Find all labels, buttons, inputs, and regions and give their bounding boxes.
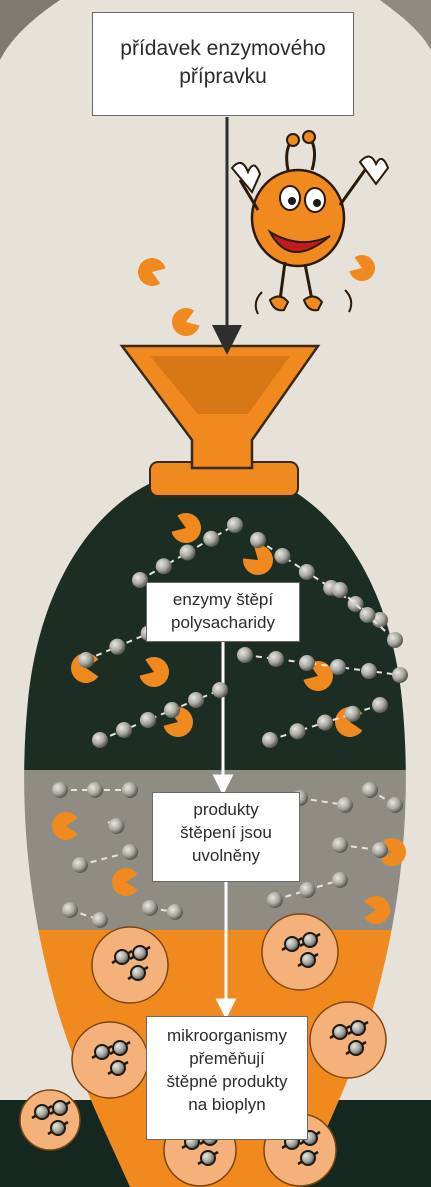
molecule-bead-icon <box>362 782 378 798</box>
step-split-line1: enzymy štěpí <box>147 589 299 612</box>
step-convert-line2: přeměňují <box>147 1048 307 1071</box>
step-convert-box: mikroorganismy přeměňují štěpné produkty… <box>146 1016 308 1140</box>
molecule-bead-icon <box>142 900 158 916</box>
step-release-line1: produkty <box>153 799 299 822</box>
microbe-icon <box>310 1002 386 1078</box>
molecule-bead-icon <box>332 582 348 598</box>
molecule-bead-icon <box>62 902 78 918</box>
molecule-bead-icon <box>290 723 306 739</box>
molecule-bead-icon <box>330 659 346 675</box>
molecule-bead-icon <box>274 548 290 564</box>
step-split-box: enzymy štěpí polysacharidy <box>146 582 300 642</box>
molecule-bead-icon <box>203 531 219 547</box>
step-release-line3: uvolněny <box>153 845 299 868</box>
molecule-bead-icon <box>317 715 333 731</box>
molecule-bead-icon <box>140 712 156 728</box>
polysaccharide-chain <box>52 782 138 798</box>
molecule-bead-icon <box>392 667 408 683</box>
molecule-bead-icon <box>267 892 283 908</box>
molecule-bead-icon <box>72 857 88 873</box>
molecule-bead-icon <box>188 692 204 708</box>
molecule-bead-icon <box>387 632 403 648</box>
molecule-bead-icon <box>332 872 348 888</box>
molecule-bead-icon <box>109 639 125 655</box>
step-convert-line1: mikroorganismy <box>147 1025 307 1048</box>
molecule-bead-icon <box>345 706 361 722</box>
microbe-icon <box>92 927 168 1003</box>
step-split-line2: polysacharidy <box>147 612 299 635</box>
molecule-bead-icon <box>78 652 94 668</box>
molecule-bead-icon <box>109 818 125 834</box>
step-add-line1: přídavek enzymového <box>93 35 353 63</box>
molecule-bead-icon <box>372 697 388 713</box>
microbe-icon <box>72 1022 148 1098</box>
molecule-bead-icon <box>92 732 108 748</box>
molecule-bead-icon <box>164 702 180 718</box>
molecule-bead-icon <box>87 782 103 798</box>
molecule-bead-icon <box>122 844 138 860</box>
molecule-bead-icon <box>387 797 403 813</box>
enzyme-pacman-icon <box>168 305 202 340</box>
molecule-bead-icon <box>299 655 315 671</box>
molecule-bead-icon <box>116 722 132 738</box>
step-release-box: produkty štěpení jsou uvolněny <box>152 792 300 882</box>
molecule-bead-icon <box>52 782 68 798</box>
microbe-icon <box>262 914 338 990</box>
molecule-bead-icon <box>372 842 388 858</box>
enzyme-pacman-icon <box>347 252 378 285</box>
molecule-bead-icon <box>122 782 138 798</box>
molecule-bead-icon <box>299 564 315 580</box>
enzyme-mascot-icon <box>232 131 388 314</box>
molecule-bead-icon <box>92 912 108 928</box>
step-add-enzyme-box: přídavek enzymového přípravku <box>92 12 354 116</box>
step-release-line2: štěpení jsou <box>153 822 299 845</box>
molecule-bead-icon <box>300 882 316 898</box>
molecule-bead-icon <box>180 545 196 561</box>
molecule-bead-icon <box>337 797 353 813</box>
molecule-bead-icon <box>360 607 376 623</box>
molecule-bead-icon <box>268 651 284 667</box>
molecule-bead-icon <box>250 532 266 548</box>
enzyme-pacman-icon <box>134 254 168 289</box>
molecule-bead-icon <box>227 517 243 533</box>
corner-shade <box>380 0 431 50</box>
microbe-icon <box>20 1090 80 1150</box>
step-convert-line4: na bioplyn <box>147 1094 307 1117</box>
molecule-bead-icon <box>212 682 228 698</box>
molecule-bead-icon <box>332 837 348 853</box>
corner-shade <box>0 0 60 60</box>
molecule-bead-icon <box>237 647 253 663</box>
step-add-line2: přípravku <box>93 63 353 91</box>
molecule-bead-icon <box>361 663 377 679</box>
molecule-bead-icon <box>262 732 278 748</box>
molecule-bead-icon <box>156 558 172 574</box>
step-convert-line3: štěpné produkty <box>147 1071 307 1094</box>
molecule-bead-icon <box>167 904 183 920</box>
